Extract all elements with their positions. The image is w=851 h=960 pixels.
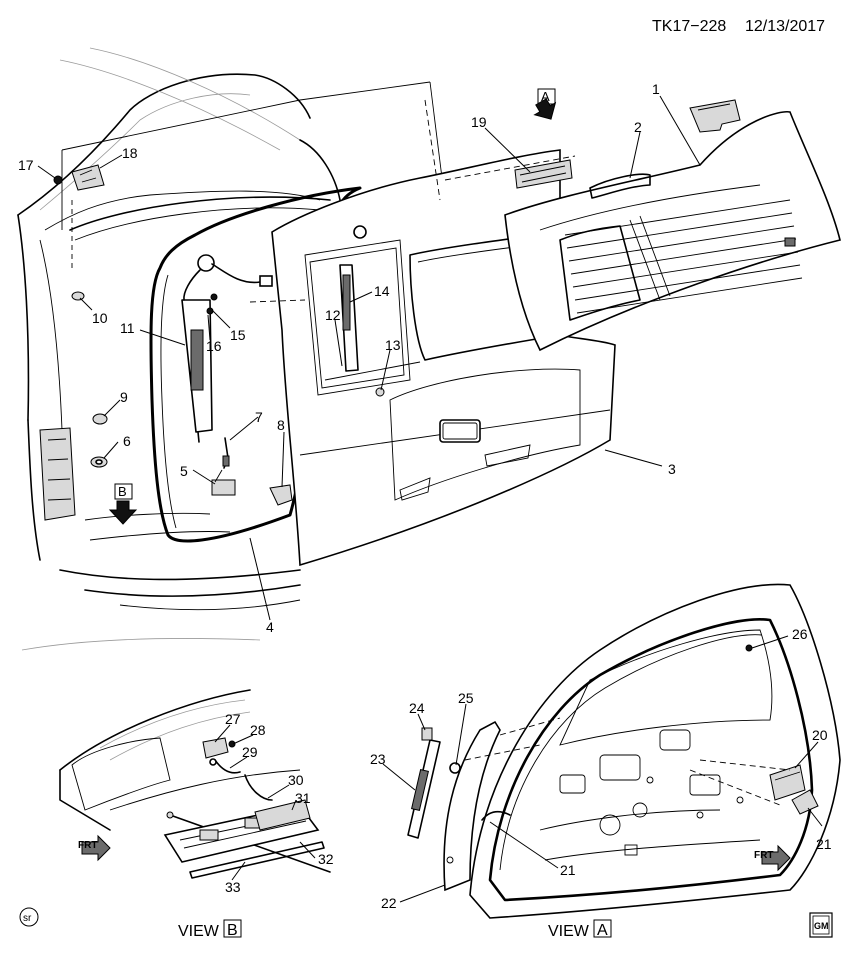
callout-5: 5 [180, 463, 188, 479]
callout-12: 12 [325, 307, 341, 323]
callout-15: 15 [230, 327, 246, 343]
callout-2: 2 [634, 119, 642, 135]
down-arrow-icon [108, 500, 138, 525]
callout-6: 6 [123, 433, 131, 449]
front-arrow-icon [81, 834, 111, 862]
small-fasteners [53, 164, 108, 468]
callout-24: 24 [409, 700, 425, 716]
svg-text:A: A [597, 922, 608, 939]
callout-28: 28 [250, 722, 266, 738]
view-a-marker: A [533, 88, 557, 120]
reference-code: TK17−228 [652, 18, 726, 35]
callout-32: 32 [318, 851, 334, 867]
callout-14: 14 [374, 283, 390, 299]
callout-23: 23 [370, 751, 386, 767]
callout-20: 20 [812, 727, 828, 743]
callout-19: 19 [471, 114, 487, 130]
callout-30: 30 [288, 772, 304, 788]
front-direction-a: FRT [754, 844, 791, 872]
callout-18: 18 [122, 145, 138, 161]
gas-strut [181, 254, 273, 443]
diagram-date: 12/13/2017 [745, 18, 825, 35]
callout-3: 3 [668, 461, 676, 477]
callout-11: 11 [120, 320, 135, 336]
callout-8: 8 [277, 417, 285, 433]
callout-7: 7 [255, 409, 263, 425]
callout-33: 33 [225, 879, 241, 895]
svg-text:FRT: FRT [78, 840, 97, 851]
callout-22: 22 [381, 895, 397, 911]
callout-16: 16 [206, 338, 222, 354]
gm-logo-icon: GM [809, 912, 833, 938]
sr-logo-icon: sr [19, 907, 39, 927]
view-a-detail [407, 583, 841, 919]
callout-10: 10 [92, 310, 108, 326]
callout-4: 4 [266, 619, 274, 635]
svg-text:B: B [227, 922, 238, 939]
callout-31: 31 [295, 790, 311, 806]
svg-text:VIEW: VIEW [548, 923, 590, 940]
svg-text:VIEW: VIEW [178, 923, 220, 940]
callout-29: 29 [242, 744, 258, 760]
vehicle-body [17, 47, 446, 651]
leader-lines [37, 95, 823, 903]
svg-text:GM: GM [814, 921, 829, 931]
callout-21-lower: 21 [560, 862, 576, 878]
callout-21-right: 21 [816, 836, 832, 852]
svg-text:sr: sr [23, 913, 32, 924]
svg-text:FRT: FRT [754, 850, 773, 861]
callout-13: 13 [385, 337, 401, 353]
view-b-marker: B [108, 483, 138, 525]
front-direction-b: FRT [78, 834, 111, 862]
front-arrow-icon [761, 844, 791, 872]
liftgate-glass [504, 99, 841, 352]
down-arrow-icon [533, 98, 557, 120]
latch-hardware [211, 437, 293, 506]
callout-17: 17 [18, 157, 34, 173]
view-b-label: VIEW B [178, 919, 242, 940]
callout-1: 1 [652, 81, 660, 97]
callout-25: 25 [458, 690, 474, 706]
svg-text:A: A [541, 89, 550, 104]
callout-27: 27 [225, 711, 241, 727]
callout-26: 26 [792, 626, 808, 642]
view-a-label: VIEW A [548, 919, 612, 940]
callout-numbers: 1 2 3 4 5 6 7 8 9 10 11 12 13 14 15 16 1… [18, 81, 832, 911]
svg-text:B: B [118, 484, 127, 499]
callout-9: 9 [120, 389, 128, 405]
